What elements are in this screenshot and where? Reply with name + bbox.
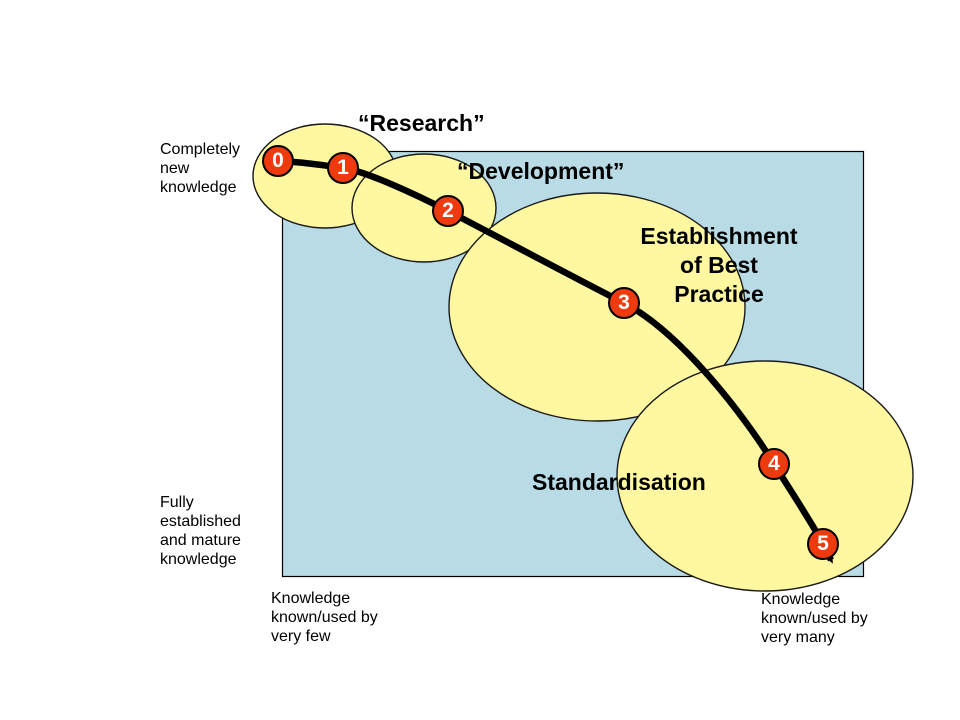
phase-label-development: “Development” [457,158,625,184]
y-axis-label-bottom: Fully established and mature knowledge [160,494,241,568]
x-axis-label-right: Knowledge known/used by very many [761,591,868,646]
stage-marker-1: 1 [327,152,359,184]
stage-marker-0: 0 [262,145,294,177]
phase-label-best-practice: Establishment of Best Practice [640,223,798,307]
phase-label-standardisation: Standardisation [532,469,706,495]
stage-marker-2: 2 [432,195,464,227]
x-axis-label-left: Knowledge known/used by very few [271,590,378,645]
stage-marker-5: 5 [807,528,839,560]
stage-marker-3: 3 [608,287,640,319]
y-axis-label-top: Completely new knowledge [160,141,241,196]
phase-label-research: “Research” [358,110,485,136]
stage-marker-4: 4 [758,448,790,480]
